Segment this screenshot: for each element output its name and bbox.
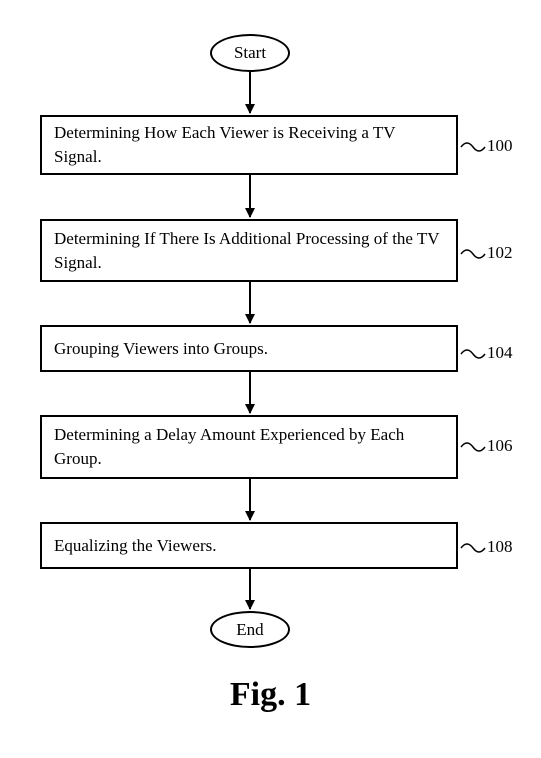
figure-label: Fig. 1 — [0, 676, 541, 714]
leader-102 — [461, 250, 485, 258]
step-108-box: Equalizing the Viewers. — [40, 522, 458, 569]
step-100-box: Determining How Each Viewer is Receiving… — [40, 115, 458, 175]
leader-108 — [461, 544, 485, 552]
step-100-text: Determining How Each Viewer is Receiving… — [54, 121, 444, 169]
start-node: Start — [210, 34, 290, 72]
leader-104 — [461, 350, 485, 358]
step-102-box: Determining If There Is Additional Proce… — [40, 219, 458, 282]
step-104-text: Grouping Viewers into Groups. — [54, 337, 268, 361]
step-104-box: Grouping Viewers into Groups. — [40, 325, 458, 372]
start-label: Start — [234, 43, 266, 63]
step-108-text: Equalizing the Viewers. — [54, 534, 216, 558]
leader-100 — [461, 143, 485, 151]
ref-102: 102 — [487, 243, 513, 263]
step-106-text: Determining a Delay Amount Experienced b… — [54, 423, 444, 471]
ref-104: 104 — [487, 343, 513, 363]
ref-106: 106 — [487, 436, 513, 456]
ref-108: 108 — [487, 537, 513, 557]
end-label: End — [236, 620, 263, 640]
step-102-text: Determining If There Is Additional Proce… — [54, 227, 444, 275]
ref-100: 100 — [487, 136, 513, 156]
end-node: End — [210, 611, 290, 648]
leader-106 — [461, 443, 485, 451]
step-106-box: Determining a Delay Amount Experienced b… — [40, 415, 458, 479]
